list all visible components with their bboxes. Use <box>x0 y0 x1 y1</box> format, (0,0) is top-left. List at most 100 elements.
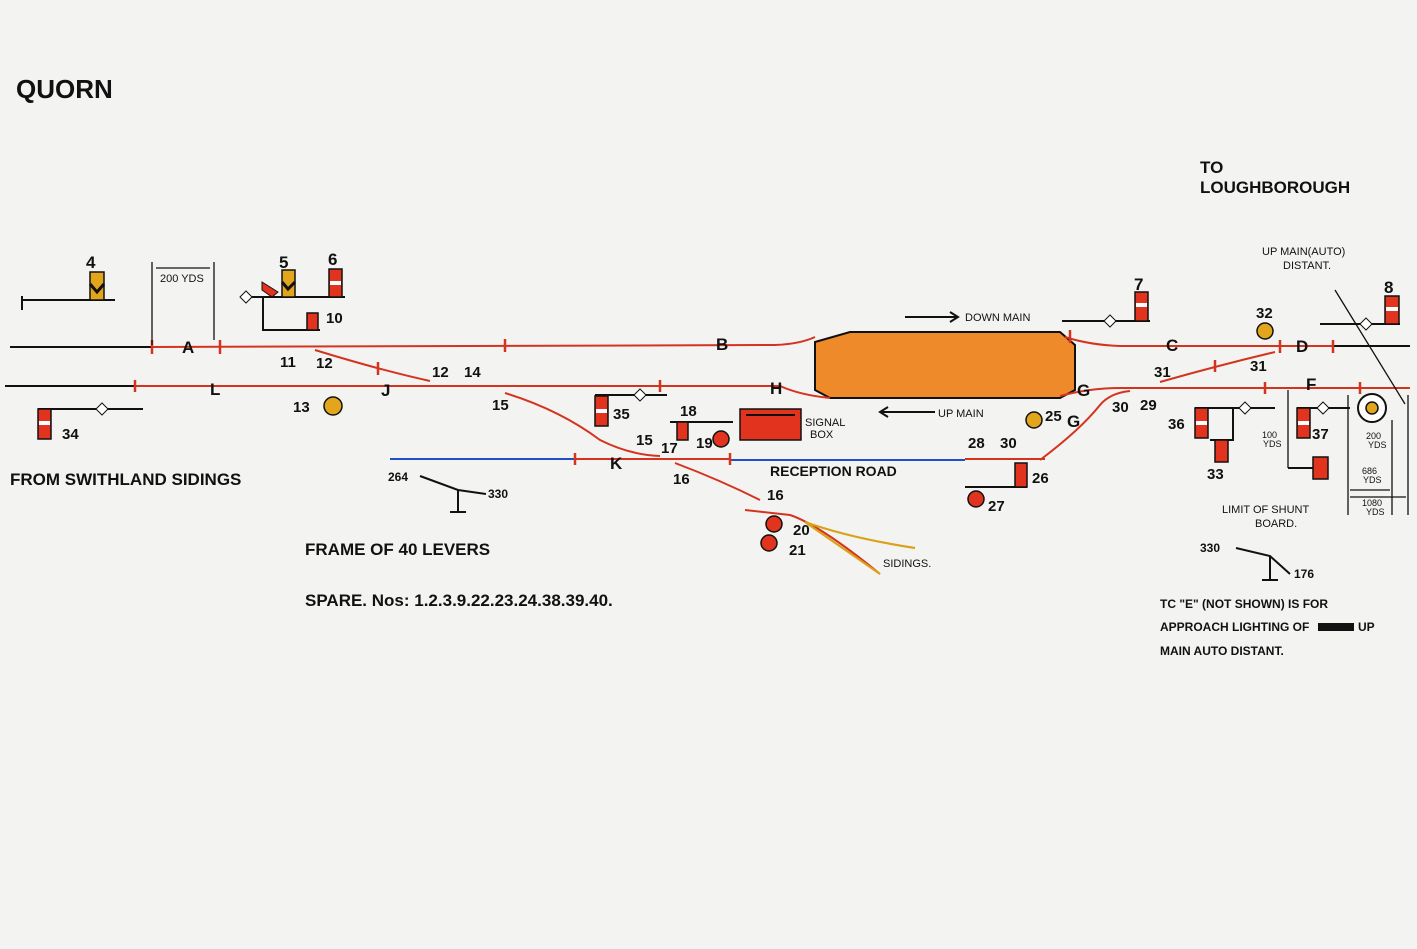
up-main-line <box>5 385 1410 399</box>
label-levers-2: 6 <box>328 250 337 269</box>
label-distances-7: 1080 <box>1362 498 1382 508</box>
signal-box-label-2: BOX <box>810 429 834 441</box>
label-levers-8: 12 <box>316 355 333 372</box>
label-levers-17: 35 <box>613 406 630 423</box>
shunt-signal-32 <box>1256 322 1274 340</box>
label-levers-23: 28 <box>968 435 985 452</box>
signal-box <box>739 408 802 441</box>
label-distances-8: YDS <box>1366 507 1385 517</box>
reception-road-label: RECEPTION ROAD <box>770 463 897 479</box>
label-mileposts-1: 330 <box>488 487 508 501</box>
label-distances-0: 200 YDS <box>160 273 204 285</box>
label-levers-18: 16 <box>673 471 690 488</box>
label-levers-20: 20 <box>793 522 810 539</box>
label-mileposts-2: 330 <box>1200 541 1220 555</box>
label-levers-7: 11 <box>280 354 296 371</box>
limit-of-shunt-board <box>1287 390 1329 480</box>
label-track_circuits-0: A <box>182 338 194 357</box>
gradient-post-1 <box>419 475 487 513</box>
label-distances-2: YDS <box>1263 439 1282 449</box>
label-levers-24: 30 <box>1000 435 1017 452</box>
shunt-board-label-1: LIMIT OF SHUNT <box>1222 504 1309 516</box>
label-levers-33: 37 <box>1312 426 1329 443</box>
destination-line-2: LOUGHBOROUGH <box>1200 178 1350 197</box>
label-note-0: TC "E" (NOT SHOWN) IS FOR <box>1160 597 1328 611</box>
label-track_circuits-3: D <box>1296 337 1308 356</box>
distant-label-2: DISTANT. <box>1283 260 1331 272</box>
label-track_circuits-9: F <box>1306 375 1316 394</box>
up-main-label: UP MAIN <box>938 408 984 420</box>
direction-arrows <box>878 311 960 418</box>
label-levers-3: 10 <box>326 310 343 327</box>
track-circuit-labels: A B C D L J H G G F K <box>182 335 1316 473</box>
lever-numbers: 4 5 6 10 7 8 32 11 12 12 14 13 15 15 17 … <box>62 250 1393 559</box>
shunt-signal-20 <box>765 515 783 533</box>
shunt-signal-21 <box>760 534 778 552</box>
label-levers-0: 4 <box>86 253 96 272</box>
destination-line-1: TO <box>1200 158 1223 177</box>
label-mileposts-3: 176 <box>1294 567 1314 581</box>
gradient-post-2 <box>1235 547 1291 581</box>
label-levers-12: 15 <box>492 397 509 414</box>
label-track_circuits-6: H <box>770 379 782 398</box>
label-levers-31: 36 <box>1168 416 1185 433</box>
signals-36-33 <box>1194 401 1275 463</box>
signals-5-6 <box>239 268 345 331</box>
label-levers-21: 21 <box>789 542 806 559</box>
distant-signal-4 <box>21 271 115 310</box>
distant-label-1: UP MAIN(AUTO) <box>1262 246 1345 258</box>
milepost-labels: 264 330 330 176 <box>388 470 1314 581</box>
label-note-1: APPROACH LIGHTING OF <box>1160 620 1309 634</box>
label-levers-13: 15 <box>636 432 653 449</box>
platform <box>814 331 1076 399</box>
origin-label: FROM SWITHLAND SIDINGS <box>10 470 241 489</box>
signal-7 <box>1062 291 1150 328</box>
spare-levers-label: SPARE. Nos: 1.2.3.9.22.23.24.38.39.40. <box>305 591 613 610</box>
label-levers-28: 31 <box>1250 358 1267 375</box>
redacted-mark <box>1318 623 1354 631</box>
label-track_circuits-4: L <box>210 380 220 399</box>
shunt-signal-25 <box>1025 411 1043 429</box>
signal-35 <box>594 388 667 427</box>
sidings-track <box>804 520 916 575</box>
crossover-31 <box>1159 351 1276 383</box>
label-levers-32: 33 <box>1207 466 1224 483</box>
label-mileposts-0: 264 <box>388 470 408 484</box>
label-levers-19: 16 <box>767 487 784 504</box>
label-levers-15: 18 <box>680 403 697 420</box>
label-levers-34: 34 <box>62 426 79 443</box>
label-levers-27: 31 <box>1154 364 1171 381</box>
label-distances-3: 200 <box>1366 431 1381 441</box>
label-track_circuits-10: K <box>610 454 623 473</box>
label-levers-26: 29 <box>1140 397 1157 414</box>
signal-26 <box>965 462 1028 488</box>
approach-lighting-note: TC "E" (NOT SHOWN) IS FOR APPROACH LIGHT… <box>1160 597 1375 658</box>
label-levers-6: 32 <box>1256 305 1273 322</box>
label-distances-4: YDS <box>1368 440 1387 450</box>
label-distances-1: 100 <box>1262 430 1277 440</box>
label-levers-22: 25 <box>1045 408 1062 425</box>
shunt-signal-13 <box>323 396 343 416</box>
siding-lead <box>744 509 881 575</box>
label-levers-11: 13 <box>293 399 310 416</box>
sidings-label: SIDINGS. <box>883 558 931 570</box>
label-track_circuits-7: G <box>1077 381 1090 400</box>
shunt-board-label-2: BOARD. <box>1255 518 1297 530</box>
label-track_circuits-8: G <box>1067 412 1080 431</box>
label-levers-29: 26 <box>1032 470 1049 487</box>
label-levers-1: 5 <box>279 253 288 272</box>
distance-labels: 200 YDS 100 YDS 200 YDS 686 YDS 1080 YDS <box>160 273 1387 517</box>
signal-8 <box>1320 295 1400 331</box>
shunt-signal-27 <box>967 490 985 508</box>
label-levers-16: 19 <box>696 435 713 452</box>
label-levers-30: 27 <box>988 498 1005 515</box>
label-distances-5: 686 <box>1362 466 1377 476</box>
signal-37 <box>1296 401 1350 439</box>
siding-connection <box>674 462 761 501</box>
label-levers-9: 12 <box>432 364 449 381</box>
frame-label: FRAME OF 40 LEVERS <box>305 540 490 559</box>
signal-34 <box>37 402 143 440</box>
signal-box-label-1: SIGNAL <box>805 417 845 429</box>
crossover-30 <box>1039 390 1131 461</box>
